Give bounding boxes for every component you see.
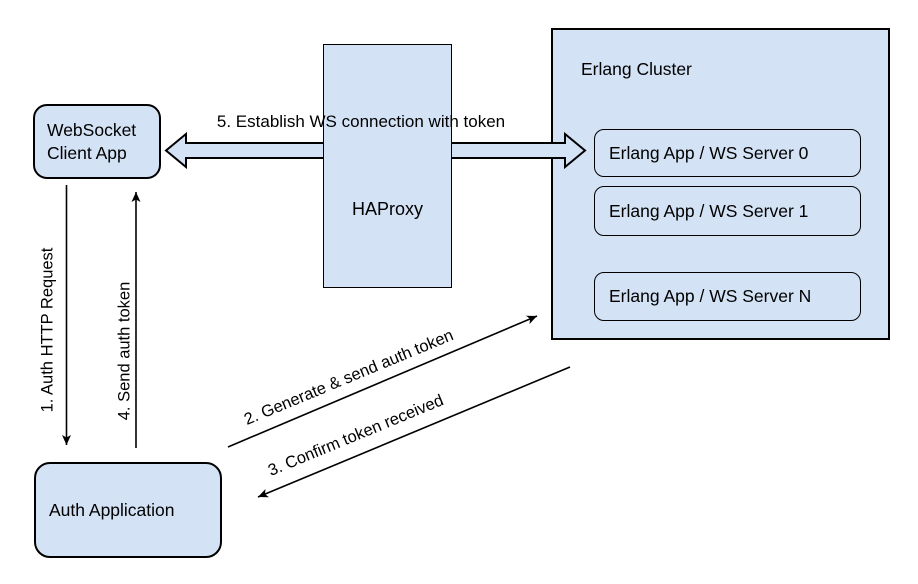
auth-application-label: Auth Application	[49, 499, 175, 520]
ws-server-0-box: Erlang App / WS Server 0	[594, 129, 861, 177]
erlang-cluster-title: Erlang Cluster	[581, 59, 692, 79]
ws-server-n-label: Erlang App / WS Server N	[609, 286, 812, 306]
flow-label-1-auth-http-request: 1. Auth HTTP Request	[38, 247, 57, 413]
ws-server-n-box: Erlang App / WS Server N	[594, 272, 861, 321]
websocket-client-label-line2: Client App	[47, 142, 127, 163]
erlang-cluster-box: Erlang Cluster Erlang App / WS Server 0 …	[551, 28, 890, 340]
flow-label-5-establish-ws-connection: 5. Establish WS connection with token	[216, 112, 506, 131]
flow-label-4-send-auth-token: 4. Send auth token	[115, 281, 134, 421]
websocket-client-label-line1: WebSocket	[47, 119, 137, 140]
ws-server-1-label: Erlang App / WS Server 1	[609, 200, 809, 221]
haproxy-label: HAProxy	[351, 199, 423, 219]
ws-server-0-label: Erlang App / WS Server 0	[609, 142, 809, 163]
websocket-client-box: WebSocket Client App	[33, 104, 161, 179]
ws-server-1-box: Erlang App / WS Server 1	[594, 186, 861, 236]
haproxy-box: HAProxy	[323, 44, 452, 288]
auth-application-box: Auth Application	[34, 462, 222, 558]
